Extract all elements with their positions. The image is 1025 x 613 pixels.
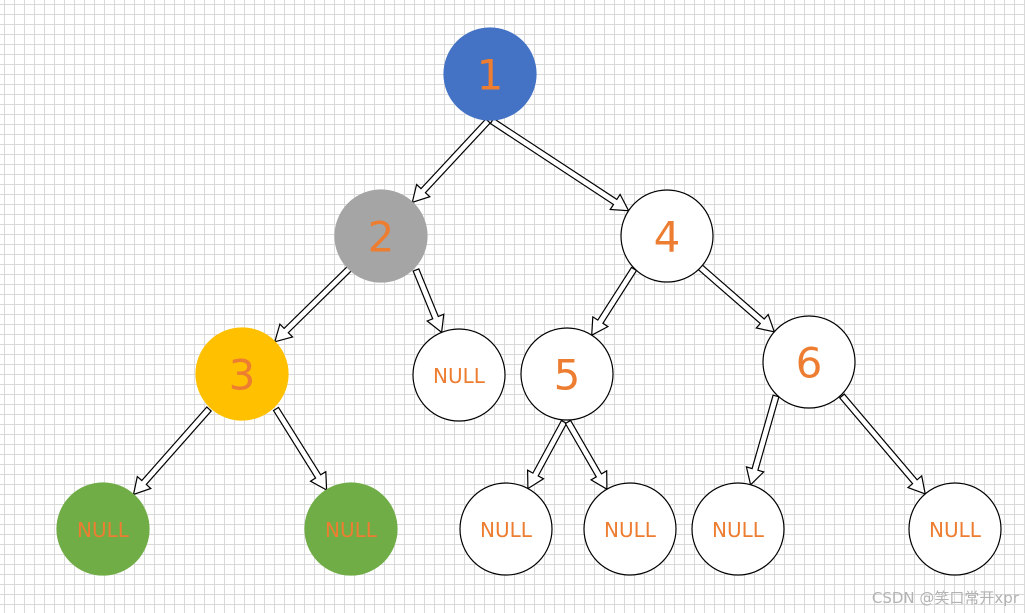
edge-arrow-n4-to-n5 <box>591 266 638 337</box>
node-label-n2: 2 <box>368 213 395 262</box>
node-label-n3: 3 <box>229 351 256 400</box>
node-label-null_2r: NULL <box>433 364 486 388</box>
edge-arrow-n5-to-null_5r <box>564 419 608 491</box>
edge-arrow-n1-to-n2 <box>411 118 492 204</box>
node-circle-n2 <box>334 189 428 283</box>
tree-node-null_2r: NULL <box>412 328 506 422</box>
node-circle-null_6l <box>691 482 785 576</box>
node-circle-null_6r <box>908 482 1002 576</box>
node-label-n6: 6 <box>796 339 823 388</box>
node-circle-n4 <box>620 189 714 283</box>
node-label-n1: 1 <box>477 51 504 100</box>
node-circle-null_5l <box>459 482 553 576</box>
node-circle-null_5r <box>583 482 677 576</box>
tree-node-null_6r: NULL <box>908 482 1002 576</box>
tree-node-n5: 5 <box>520 327 614 421</box>
edge-arrow-n2-to-null_2r <box>412 268 445 334</box>
node-label-null_6r: NULL <box>929 518 982 542</box>
tree-node-n4: 4 <box>620 189 714 283</box>
edge-arrow-n6-to-null_6r <box>838 393 926 495</box>
node-circle-null_2r <box>412 328 506 422</box>
node-circle-null_3r <box>304 482 398 576</box>
edge-arrow-n5-to-null_5l <box>526 419 568 490</box>
edge-arrow-n2-to-n3 <box>273 265 353 343</box>
edges-layer <box>132 117 926 496</box>
node-label-null_5l: NULL <box>480 518 533 542</box>
node-circle-n5 <box>520 327 614 421</box>
tree-node-n2: 2 <box>334 189 428 283</box>
tree-node-null_5r: NULL <box>583 482 677 576</box>
watermark: CSDN @笑口常开xpr <box>871 589 1019 607</box>
tree-node-n6: 6 <box>762 315 856 409</box>
node-label-null_5r: NULL <box>604 518 657 542</box>
node-label-n5: 5 <box>554 351 581 400</box>
edge-arrow-n1-to-n4 <box>489 117 630 212</box>
node-circle-n1 <box>443 27 537 121</box>
node-circle-n3 <box>195 327 289 421</box>
node-label-n4: 4 <box>654 213 681 262</box>
tree-node-null_3r: NULL <box>304 482 398 576</box>
tree-node-n3: 3 <box>195 327 289 421</box>
edge-arrow-n4-to-n6 <box>697 263 776 333</box>
edge-arrow-n6-to-null_6l <box>745 394 780 486</box>
edge-arrow-n3-to-null_3r <box>272 406 328 492</box>
node-label-null_3l: NULL <box>77 518 130 542</box>
node-label-null_6l: NULL <box>712 518 765 542</box>
edge-arrow-n3-to-null_3l <box>132 406 213 496</box>
node-circle-null_3l <box>56 482 150 576</box>
node-circle-n6 <box>762 315 856 409</box>
tree-node-null_6l: NULL <box>691 482 785 576</box>
tree-node-n1: 1 <box>443 27 537 121</box>
tree-node-null_5l: NULL <box>459 482 553 576</box>
node-label-null_3r: NULL <box>325 518 378 542</box>
tree-node-null_3l: NULL <box>56 482 150 576</box>
